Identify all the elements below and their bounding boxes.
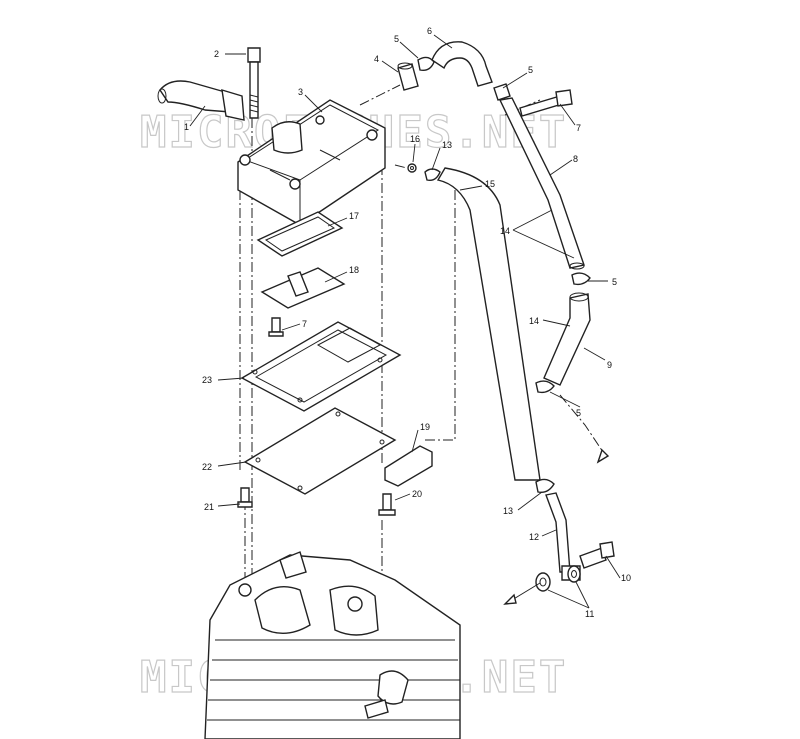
part-16-grommet bbox=[407, 163, 417, 173]
part-10-bolt bbox=[579, 541, 615, 569]
callout-11: 11 bbox=[585, 609, 594, 619]
callout-4: 4 bbox=[374, 54, 379, 64]
part-17-plate bbox=[256, 211, 344, 257]
callout-14-lower: 14 bbox=[529, 316, 539, 326]
callout-14-upper: 14 bbox=[500, 226, 510, 236]
callout-3: 3 bbox=[298, 87, 303, 97]
part-18-reed-plate bbox=[260, 267, 346, 309]
callout-21: 21 bbox=[204, 502, 214, 512]
callout-2: 2 bbox=[214, 49, 219, 59]
direction-arrows bbox=[503, 448, 610, 605]
callout-5-middle: 5 bbox=[612, 277, 617, 287]
callout-13-upper: 13 bbox=[442, 140, 452, 150]
part-11-washers bbox=[535, 565, 581, 592]
callout-5-upper-right: 5 bbox=[528, 65, 533, 75]
part-7-bolts bbox=[268, 89, 573, 337]
part-19-bracket bbox=[384, 445, 433, 487]
callout-7-left: 7 bbox=[302, 319, 307, 329]
callout-8: 8 bbox=[573, 154, 578, 164]
part-20-21-bolts bbox=[237, 487, 396, 516]
part-2-bolt bbox=[247, 47, 261, 119]
callout-5-top: 5 bbox=[394, 34, 399, 44]
callout-20: 20 bbox=[412, 489, 422, 499]
callout-16: 16 bbox=[410, 134, 420, 144]
engine-cylinder-head bbox=[204, 551, 461, 739]
part-9-tube bbox=[543, 292, 591, 386]
callout-22: 22 bbox=[202, 462, 212, 472]
callout-18: 18 bbox=[349, 265, 359, 275]
callout-13-lower: 13 bbox=[503, 506, 513, 516]
callout-10: 10 bbox=[621, 573, 631, 583]
callout-numbers: 2 1 3 4 5 6 5 7 8 14 5 14 9 5 16 13 15 1… bbox=[184, 26, 631, 619]
part-6-elbow bbox=[431, 41, 493, 87]
leader-lines bbox=[189, 34, 621, 609]
callout-1: 1 bbox=[184, 122, 189, 132]
callout-9: 9 bbox=[607, 360, 612, 370]
part-15-hose bbox=[436, 167, 541, 481]
part-5-clamps bbox=[417, 56, 591, 394]
callout-6: 6 bbox=[427, 26, 432, 36]
callout-23: 23 bbox=[202, 375, 212, 385]
part-4-tube bbox=[397, 62, 419, 91]
part-8-tube bbox=[498, 97, 585, 270]
callout-19: 19 bbox=[420, 422, 430, 432]
assembly-centerlines bbox=[239, 84, 606, 620]
callout-15: 15 bbox=[485, 179, 495, 189]
callout-5-lower: 5 bbox=[576, 408, 581, 418]
callout-7-right: 7 bbox=[576, 123, 581, 133]
part-1-elbow-hose bbox=[157, 80, 245, 121]
part-22-gasket bbox=[243, 407, 397, 495]
part-3-cover-housing bbox=[237, 99, 386, 226]
part-23-gasket bbox=[240, 321, 402, 412]
callout-17: 17 bbox=[349, 211, 359, 221]
callout-12: 12 bbox=[529, 532, 539, 542]
